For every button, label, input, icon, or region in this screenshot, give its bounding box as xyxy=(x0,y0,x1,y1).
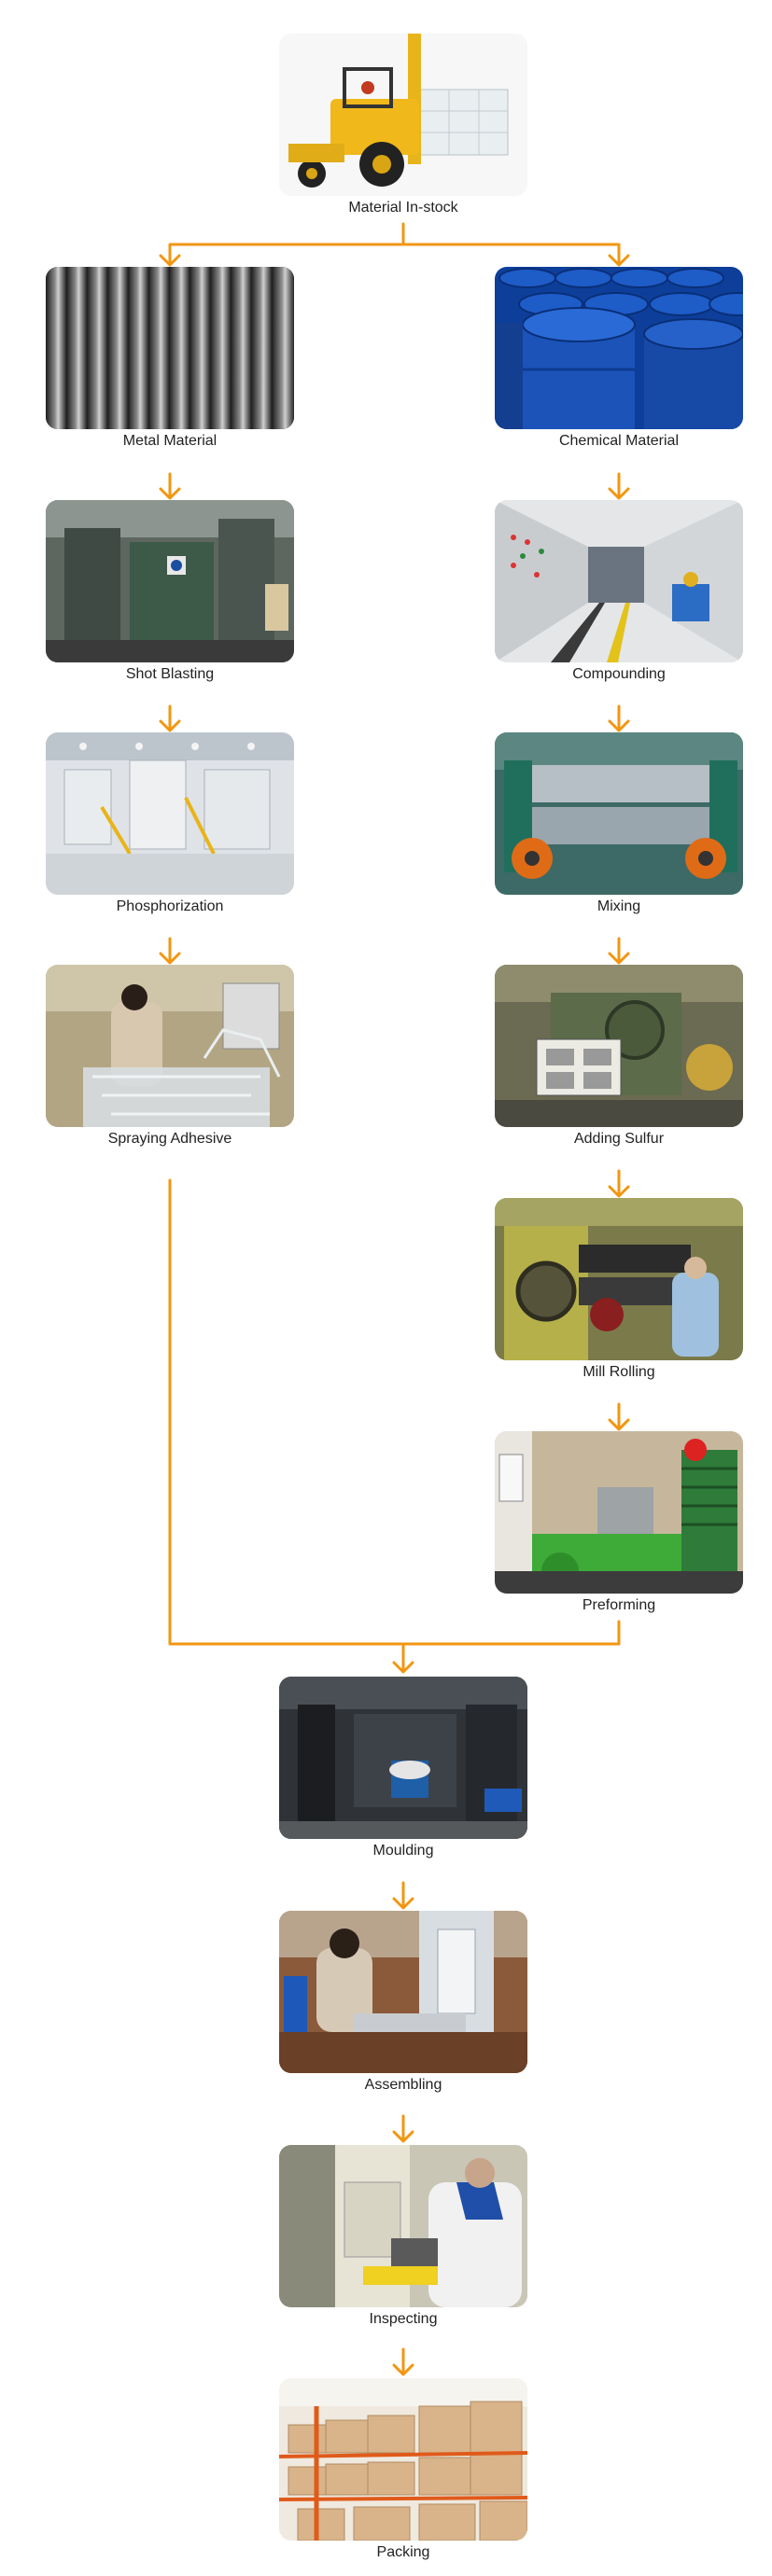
forklift-photo xyxy=(279,34,527,196)
adding-sulfur-photo xyxy=(495,965,743,1127)
step-label: Shot Blasting xyxy=(125,666,215,682)
split-connector xyxy=(168,222,621,265)
mill-rolling-photo xyxy=(495,1198,743,1360)
step-material-instock: Material In-stock xyxy=(279,34,527,217)
step-adding-sulfur: Adding Sulfur xyxy=(495,965,743,1149)
step-label: Phosphorization xyxy=(116,898,224,914)
step-label: Moulding xyxy=(372,1843,434,1859)
step-label: Adding Sulfur xyxy=(573,1131,665,1147)
step-mill-rolling: Mill Rolling xyxy=(495,1198,743,1382)
step-label: Preforming xyxy=(582,1597,656,1613)
step-shot-blasting: Shot Blasting xyxy=(46,500,294,684)
arrowhead xyxy=(392,2130,414,2143)
step-label: Spraying Adhesive xyxy=(107,1131,232,1147)
arrowhead xyxy=(608,1185,630,1198)
step-label: Mixing xyxy=(597,898,641,914)
arrowhead xyxy=(159,254,181,267)
step-label: Chemical Material xyxy=(558,433,680,449)
step-assembling: Assembling xyxy=(279,1911,527,2095)
step-phosphorization: Phosphorization xyxy=(46,732,294,916)
arrowhead xyxy=(159,487,181,500)
packing-photo xyxy=(279,2378,527,2541)
step-label: Packing xyxy=(376,2544,430,2560)
merge-connector xyxy=(168,1178,621,1672)
spraying-adhesive-photo xyxy=(46,965,294,1127)
arrowhead xyxy=(608,719,630,732)
mixing-photo xyxy=(495,732,743,895)
preforming-photo xyxy=(495,1431,743,1594)
step-preforming: Preforming xyxy=(495,1431,743,1615)
arrowhead xyxy=(392,1897,414,1910)
arrowhead xyxy=(159,952,181,965)
step-label: Material In-stock xyxy=(348,200,458,216)
chemical-drums-photo xyxy=(495,267,743,429)
step-mixing: Mixing xyxy=(495,732,743,916)
metal-pipes-photo xyxy=(46,267,294,429)
arrowhead xyxy=(608,1418,630,1431)
moulding-photo xyxy=(279,1677,527,1839)
step-chemical-material: Chemical Material xyxy=(495,267,743,451)
step-spraying-adhesive: Spraying Adhesive xyxy=(46,965,294,1149)
step-metal-material: Metal Material xyxy=(46,267,294,451)
shot-blasting-photo xyxy=(46,500,294,662)
step-moulding: Moulding xyxy=(279,1677,527,1860)
step-label: Metal Material xyxy=(122,433,218,449)
step-inspecting: Inspecting xyxy=(279,2145,527,2329)
arrowhead xyxy=(608,487,630,500)
arrowhead xyxy=(608,952,630,965)
step-label: Compounding xyxy=(572,666,666,682)
step-label: Inspecting xyxy=(369,2311,438,2327)
arrowhead xyxy=(159,719,181,732)
compounding-photo xyxy=(495,500,743,662)
arrowhead xyxy=(392,2363,414,2376)
step-compounding: Compounding xyxy=(495,500,743,684)
step-packing: Packing xyxy=(279,2378,527,2562)
phosphorization-photo xyxy=(46,732,294,895)
arrowhead xyxy=(392,1661,414,1674)
step-label: Assembling xyxy=(364,2077,442,2093)
inspecting-photo xyxy=(279,2145,527,2307)
step-label: Mill Rolling xyxy=(583,1364,655,1380)
assembling-photo xyxy=(279,1911,527,2073)
arrowhead xyxy=(608,254,630,267)
